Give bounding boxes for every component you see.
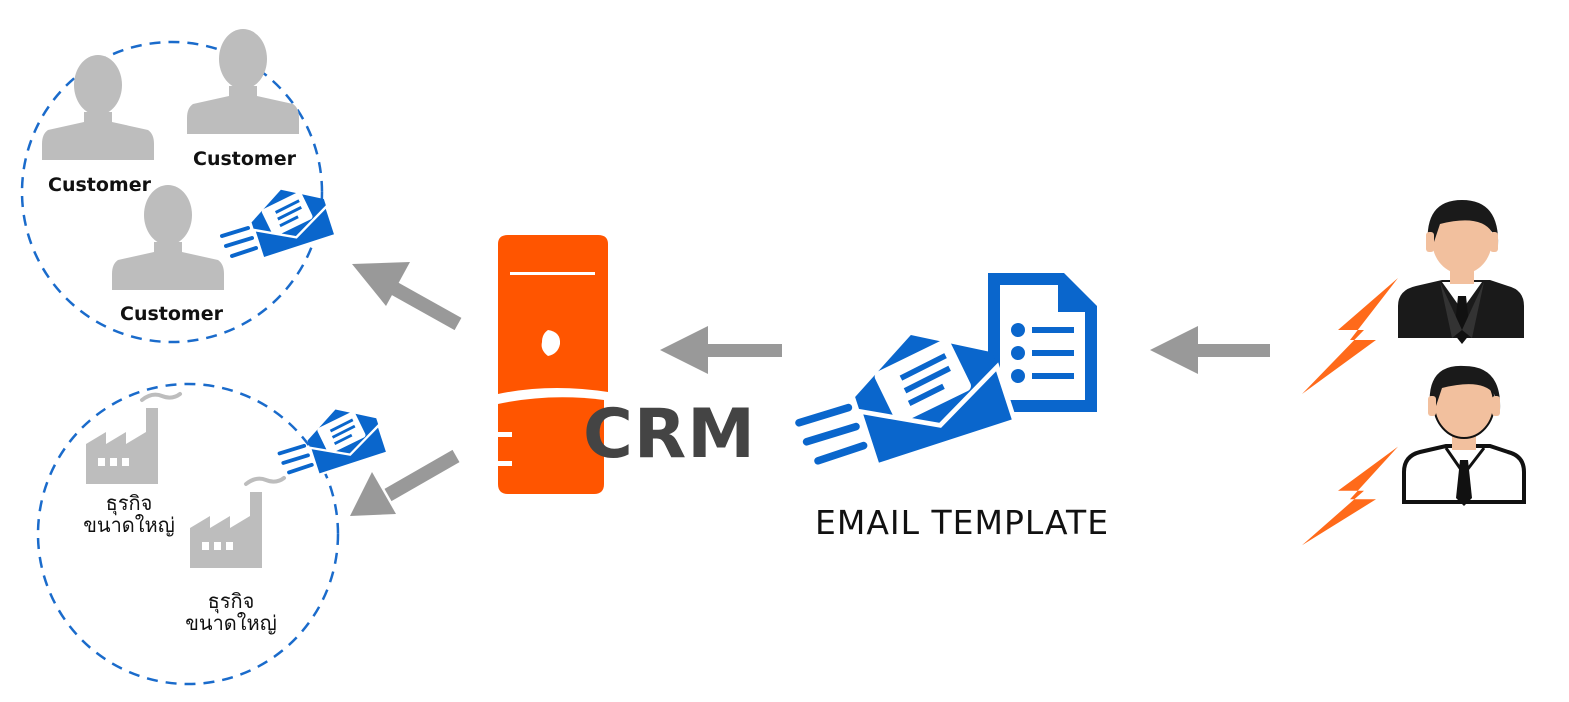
- email-template-label: EMAIL TEMPLATE: [815, 503, 1110, 542]
- email-icon: [277, 396, 390, 477]
- document-icon: [988, 273, 1097, 412]
- business-group-circle: [36, 382, 340, 686]
- arrow-icon: [660, 326, 782, 374]
- customer-label: Customer: [193, 148, 296, 170]
- customer-group-circle: [20, 40, 324, 344]
- customer-label: Customer: [120, 303, 223, 325]
- email-icon: [220, 176, 338, 261]
- crm-label: CRM: [583, 395, 756, 474]
- business-label: ธุรกิจ ขนาดใหญ่: [172, 590, 290, 634]
- person-icon: [42, 55, 154, 160]
- business-label-line2: ขนาดใหญ่: [185, 611, 277, 635]
- business-label-line2: ขนาดใหญ่: [83, 513, 175, 537]
- customer-label: Customer: [48, 174, 151, 196]
- person-icon: [187, 29, 299, 134]
- lightning-icon: [1302, 278, 1398, 394]
- business-label-line1: ธุรกิจ: [105, 491, 153, 515]
- business-label-line1: ธุรกิจ: [207, 589, 255, 613]
- businessman-icon: [1402, 365, 1526, 506]
- arrow-icon: [352, 262, 462, 331]
- email-icon: [799, 313, 1015, 466]
- businessman-icon: [1398, 200, 1524, 344]
- factory-icon: [188, 476, 286, 570]
- factory-icon: [84, 392, 182, 486]
- arrow-icon: [350, 449, 460, 516]
- business-label: ธุรกิจ ขนาดใหญ่: [70, 492, 188, 536]
- lightning-icon: [1302, 446, 1398, 546]
- server-icon: [498, 235, 608, 494]
- person-icon: [112, 185, 224, 290]
- arrow-icon: [1150, 326, 1270, 374]
